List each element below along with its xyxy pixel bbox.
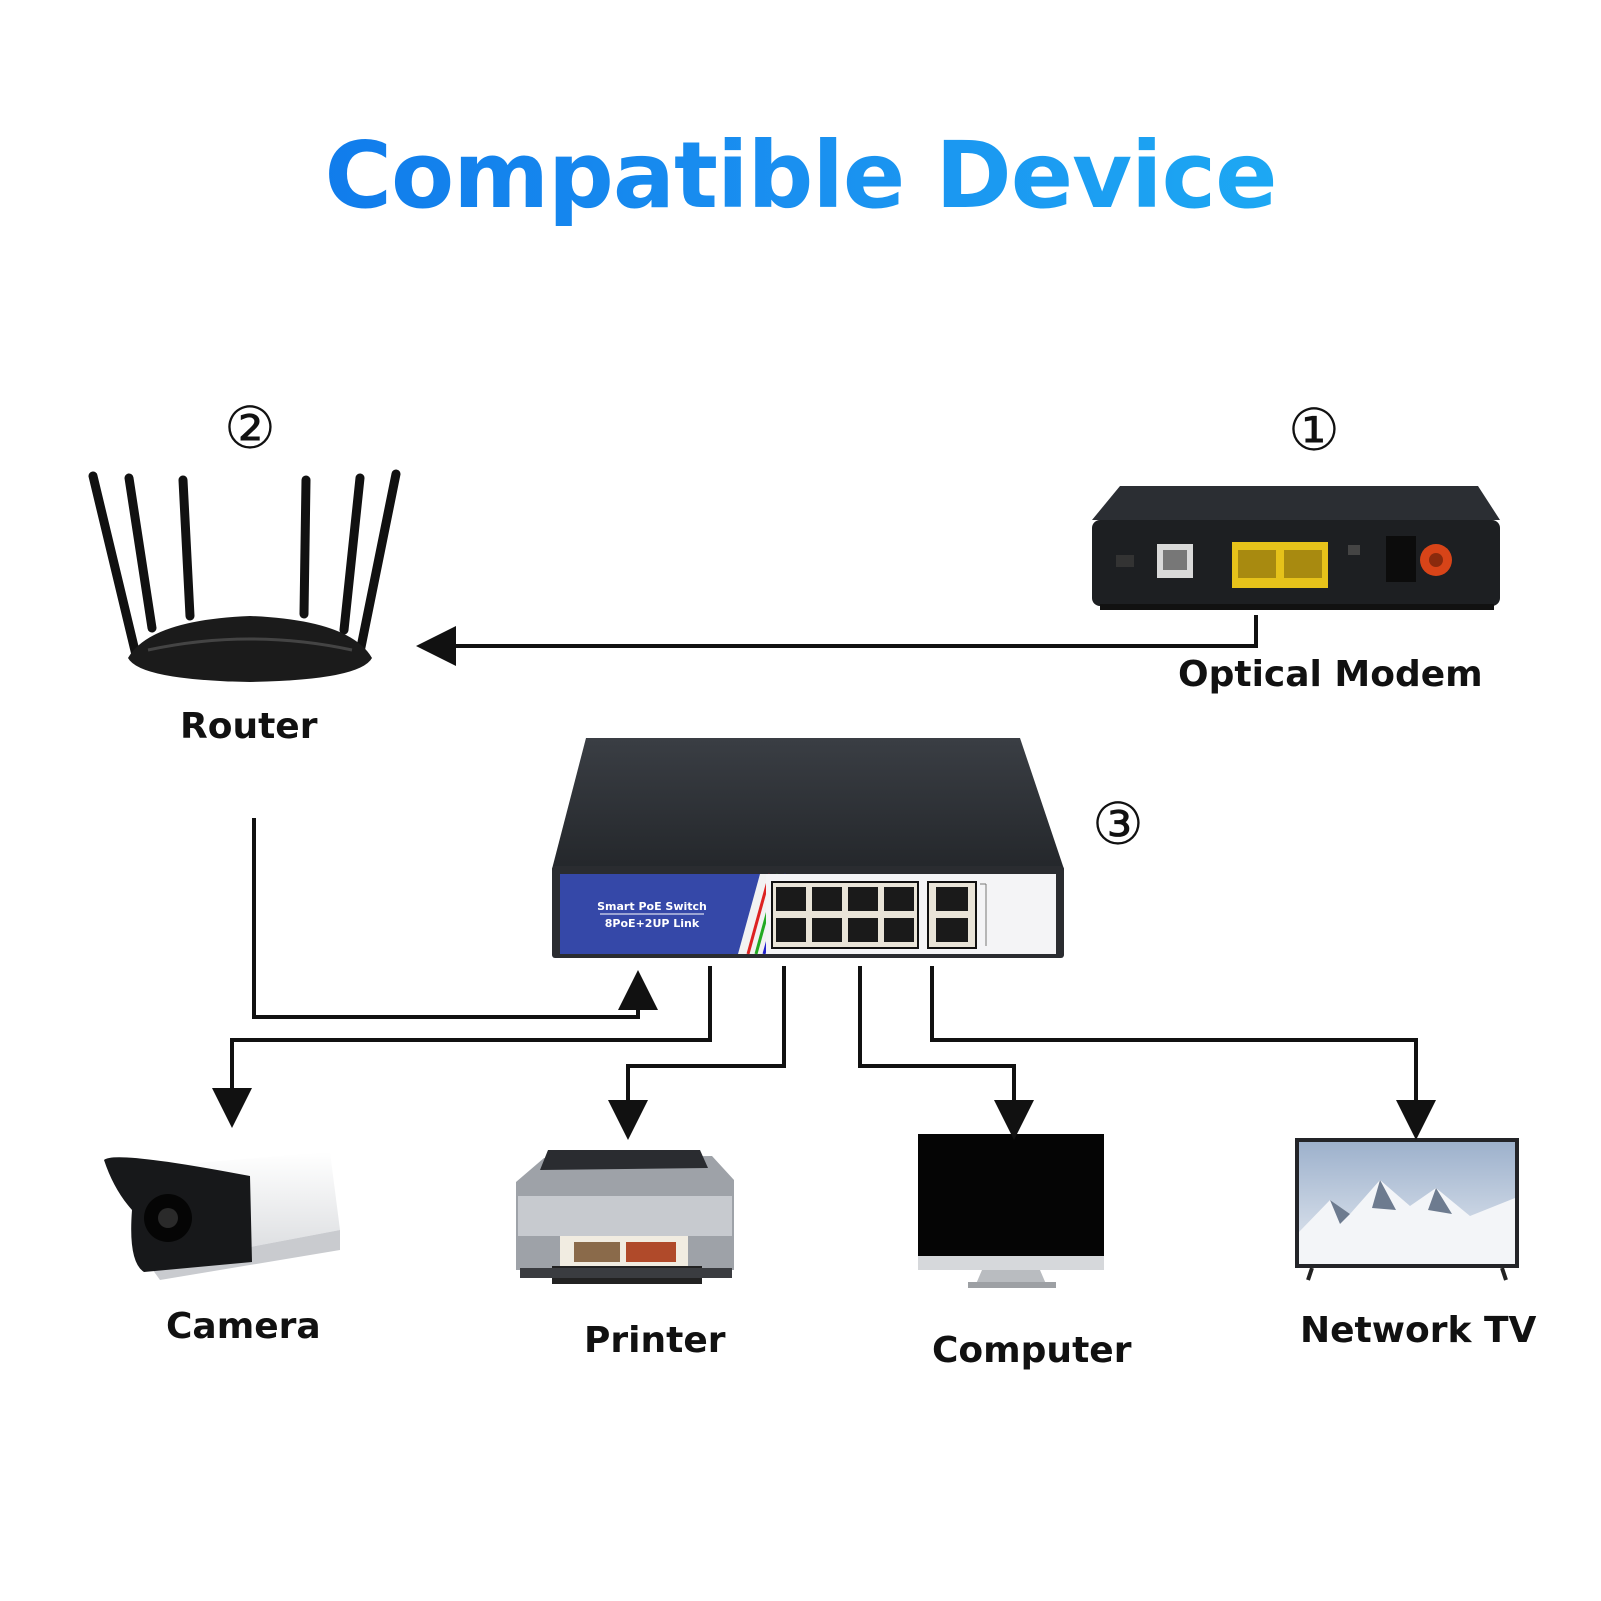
connector-switch-to-computer	[858, 966, 1034, 1140]
network-tv-icon	[1295, 1138, 1519, 1281]
router-label: Router	[180, 706, 318, 747]
connector-switch-to-printer	[608, 966, 786, 1140]
step-number-3: ③	[1092, 790, 1144, 858]
network-tv-label: Network TV	[1300, 1310, 1537, 1351]
optical-modem-label: Optical Modem	[1178, 654, 1483, 695]
computer-label: Computer	[932, 1330, 1132, 1371]
connector-modem-to-router	[416, 615, 1258, 666]
switch-panel-line1: Smart PoE Switch	[597, 900, 707, 913]
computer-icon	[918, 1134, 1104, 1288]
router-icon	[88, 469, 401, 682]
connector-switch-to-network-tv	[930, 966, 1436, 1140]
step-number-2: ②	[224, 394, 276, 462]
connection-lines	[212, 615, 1436, 1140]
poe-switch-icon: Smart PoE Switch 8PoE+2UP Link	[552, 738, 1064, 958]
printer-label: Printer	[584, 1320, 726, 1361]
camera-label: Camera	[166, 1306, 321, 1347]
switch-panel-line2: 8PoE+2UP Link	[605, 917, 700, 930]
optical-modem-icon	[1092, 486, 1500, 610]
connector-router-to-switch	[252, 818, 658, 1019]
page-title: Compatible Device	[0, 122, 1601, 229]
connector-switch-to-camera	[212, 966, 712, 1128]
printer-icon	[516, 1150, 734, 1284]
camera-icon	[104, 1152, 340, 1280]
step-number-1: ①	[1288, 396, 1340, 464]
